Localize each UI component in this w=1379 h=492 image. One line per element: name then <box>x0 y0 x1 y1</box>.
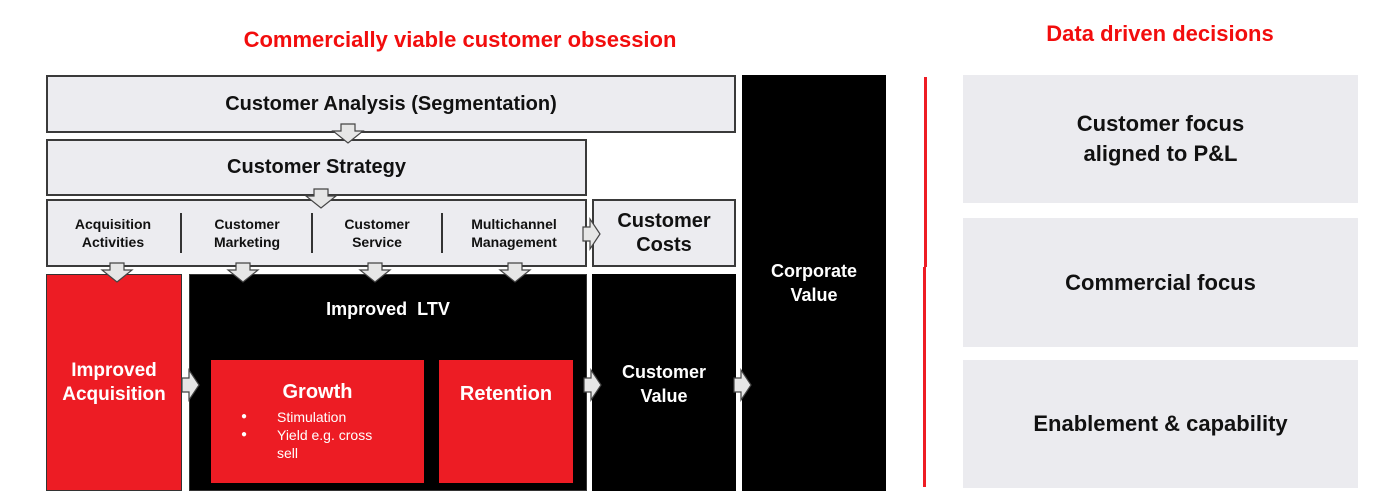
panel-commercial-focus: Commercial focus <box>963 218 1358 347</box>
growth-title: Growth <box>282 381 353 403</box>
arrow-right-icon <box>181 368 200 402</box>
arrow-down-icon <box>226 262 260 283</box>
left-section-title: Commercially viable customer obsession <box>243 27 677 52</box>
customer-strategy-label: Customer Strategy <box>227 156 406 178</box>
section-divider-line <box>923 267 926 487</box>
divider <box>180 213 182 253</box>
arrow-down-icon <box>331 123 365 144</box>
section-divider-line <box>924 77 927 267</box>
growth-bullet: Yield e.g. cross <box>211 426 424 444</box>
arrow-down-icon <box>358 262 392 283</box>
growth-bullet-list: Stimulation Yield e.g. cross sell <box>211 408 424 462</box>
panel-enablement-capability: Enablement & capability <box>963 360 1358 488</box>
growth-bullet: Stimulation <box>211 408 424 426</box>
divider <box>311 213 313 253</box>
customer-analysis-box: Customer Analysis (Segmentation) <box>46 75 736 133</box>
customer-analysis-label: Customer Analysis (Segmentation) <box>225 92 557 115</box>
growth-bullet-continuation: sell <box>277 445 299 461</box>
retention-label: Retention <box>459 383 553 405</box>
divider <box>441 213 443 253</box>
arrow-down-icon <box>304 188 338 209</box>
arrow-right-icon <box>582 217 601 251</box>
arrow-right-icon <box>733 368 752 402</box>
arrow-right-icon <box>583 368 602 402</box>
retention-box: Retention <box>439 360 573 483</box>
arrow-down-icon <box>498 262 532 283</box>
arrow-down-icon <box>100 262 134 283</box>
right-section-title: Data driven decisions <box>1046 21 1274 46</box>
growth-box: Growth Stimulation Yield e.g. cross sell <box>211 360 424 483</box>
customer-strategy-box: Customer Strategy <box>46 139 587 196</box>
improved-ltv-label: Improved LTV <box>326 299 450 319</box>
